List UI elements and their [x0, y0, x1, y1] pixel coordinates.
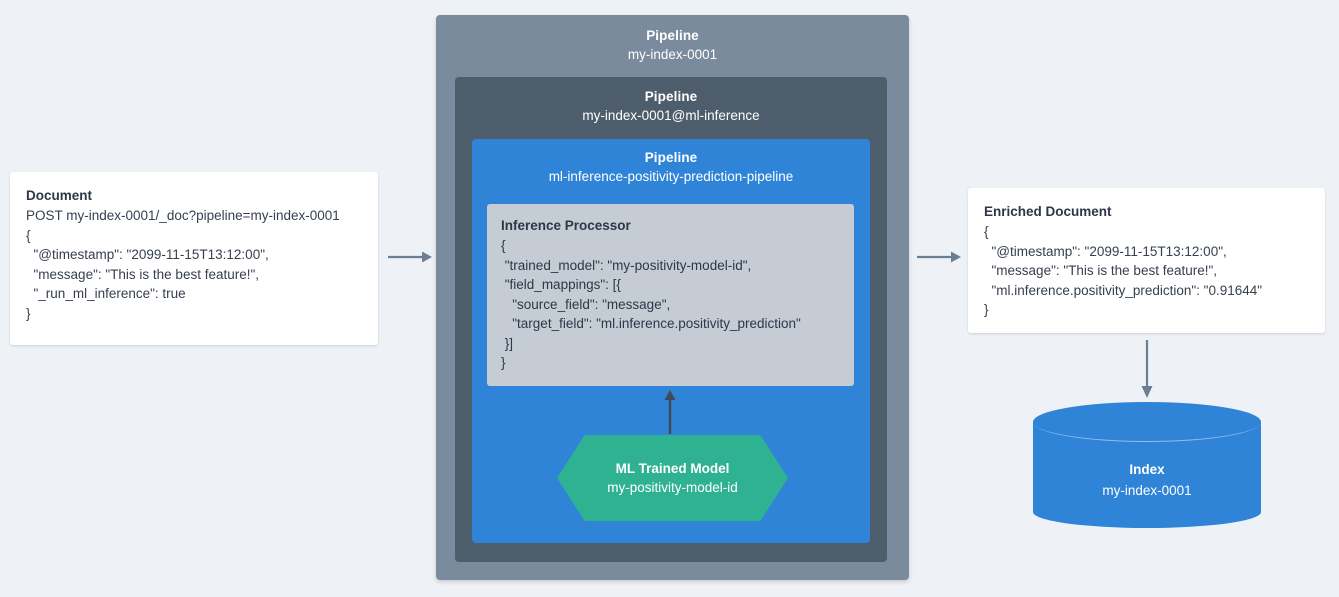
arrow-document-to-pipeline: [388, 250, 432, 264]
source-document-card: Document POST my-index-0001/_doc?pipelin…: [10, 172, 378, 345]
pipeline-inner-label: Pipeline: [644, 150, 698, 165]
arrow-enriched-to-index: [1140, 340, 1154, 398]
inference-processor-line: "source_field": "message",: [501, 296, 671, 312]
pipeline-middle-name: my-index-0001@ml-inference: [582, 108, 760, 123]
index-name: my-index-0001: [1102, 483, 1192, 498]
inference-processor-line: {: [501, 238, 506, 253]
inference-processor-line: "field_mappings": [{: [501, 277, 621, 292]
pipeline-middle-label: Pipeline: [644, 89, 698, 104]
enriched-document-line: "ml.inference.positivity_prediction": "0…: [984, 282, 1263, 298]
enriched-document-title: Enriched Document: [984, 204, 1112, 219]
source-document-line: }: [26, 305, 31, 321]
enriched-document-line: "@timestamp": "2099-11-15T13:12:00",: [984, 243, 1227, 259]
cylinder-top-cap: [1033, 402, 1261, 442]
source-document-line: "_run_ml_inference": true: [26, 286, 186, 301]
index-cylinder: Index my-index-0001: [1033, 402, 1261, 528]
enriched-document-line: "message": "This is the best feature!",: [984, 263, 1218, 278]
pipeline-inner-header: Pipeline ml-inference-positivity-predict…: [472, 139, 870, 187]
ml-trained-model-hexagon: ML Trained Model my-positivity-model-id: [557, 435, 788, 521]
inference-processor-line: "trained_model": "my-positivity-model-id…: [501, 257, 752, 273]
source-document-line: POST my-index-0001/_doc?pipeline=my-inde…: [26, 208, 340, 223]
inference-processor-box: Inference Processor { "trained_model": "…: [487, 204, 854, 386]
inference-processor-line: }: [501, 355, 506, 370]
ml-model-title: ML Trained Model: [615, 460, 730, 476]
pipeline-outer-header: Pipeline my-index-0001: [436, 15, 909, 65]
pipeline-outer-label: Pipeline: [646, 28, 699, 43]
enriched-document-line: {: [984, 224, 989, 239]
index-label-group: Index my-index-0001: [1033, 460, 1261, 501]
source-document-line: "message": "This is the best feature!",: [26, 266, 260, 282]
index-title: Index: [1129, 462, 1165, 477]
arrow-pipeline-to-enriched: [917, 250, 961, 264]
source-document-line: "@timestamp": "2099-11-15T13:12:00",: [26, 247, 269, 262]
inference-processor-title: Inference Processor: [501, 218, 631, 233]
arrow-model-to-processor: [663, 390, 677, 434]
pipeline-outer-name: my-index-0001: [627, 47, 718, 62]
pipeline-middle-header: Pipeline my-index-0001@ml-inference: [455, 77, 887, 126]
inference-processor-line: "target_field": "ml.inference.positivity…: [501, 316, 801, 331]
inference-processor-line: }]: [501, 335, 514, 351]
pipeline-inner-name: ml-inference-positivity-prediction-pipel…: [548, 169, 794, 184]
source-document-line: {: [26, 227, 31, 243]
enriched-document-card: Enriched Document { "@timestamp": "2099-…: [968, 188, 1325, 333]
ml-model-name: my-positivity-model-id: [607, 479, 738, 495]
source-document-title: Document: [26, 188, 93, 203]
enriched-document-line: }: [984, 302, 989, 317]
